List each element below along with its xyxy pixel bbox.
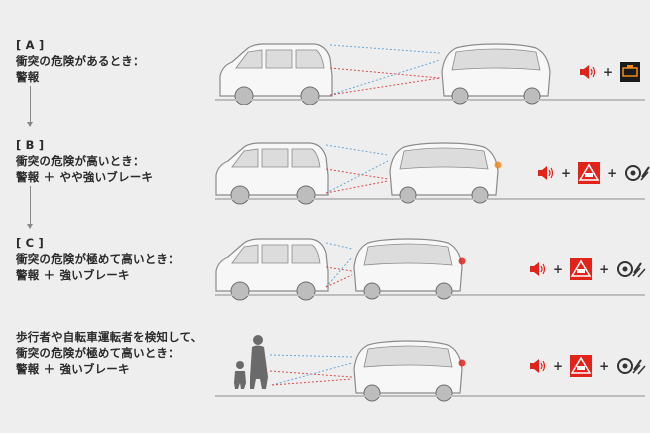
step-pedestrian-line-2: 衝突の危険が極めて高いとき： — [16, 346, 180, 360]
step-a-line-2: 警報 — [16, 70, 40, 84]
ground-line-c — [215, 294, 645, 296]
step-a-scene — [219, 43, 551, 105]
ground-line-pedestrian — [215, 395, 645, 397]
step-a-text: [ A ] 衝突の危険があるとき： 警報 — [16, 37, 145, 85]
step-pedestrian-icons: + + — [528, 355, 646, 377]
front-car-c — [353, 238, 466, 300]
step-b-scene — [215, 142, 502, 205]
collision-warning-icon — [570, 258, 593, 280]
step-b-line-2: 警報 ＋ やや強いブレーキ — [16, 170, 154, 184]
step-c-line-2: 警報 ＋ 強いブレーキ — [16, 268, 130, 282]
ground-line-a — [215, 99, 645, 101]
plus-sign: + — [607, 166, 618, 180]
step-b-text: [ B ] 衝突の危険が高いとき： 警報 ＋ やや強いブレーキ — [16, 137, 153, 185]
brake-icon — [617, 261, 646, 278]
meter-warning-icon — [620, 62, 641, 82]
speaker-icon — [530, 359, 546, 373]
brake-icon — [617, 358, 646, 375]
step-pedestrian-line-1: 歩行者や自転車運転者を検知して、 — [16, 330, 203, 344]
front-car-a — [441, 43, 551, 105]
front-car-b — [389, 142, 502, 204]
pedestrian-child — [234, 361, 246, 389]
ground-line-b — [215, 198, 645, 200]
step-a: [ A ] 衝突の危険があるとき： 警報 — [0, 0, 650, 105]
plus-sign: + — [603, 65, 614, 79]
step-b-tag: [ B ] — [16, 138, 45, 152]
step-b-icons: + + — [536, 162, 650, 184]
flow-arrow-a-b — [27, 86, 33, 127]
plus-sign: + — [553, 262, 564, 276]
rear-car-a — [219, 43, 333, 105]
step-pedestrian-line-3: 警報 ＋ 強いブレーキ — [16, 362, 130, 376]
speaker-icon — [538, 166, 554, 180]
rear-car-b — [215, 142, 329, 205]
step-c-icons: + + — [528, 258, 646, 280]
plus-sign: + — [561, 166, 572, 180]
plus-sign: + — [553, 359, 564, 373]
front-car-pedestrian — [353, 340, 466, 402]
step-a-icons: + — [578, 62, 641, 82]
step-pedestrian-scene — [234, 335, 466, 402]
flow-arrow-b-c — [27, 186, 33, 229]
plus-sign: + — [599, 359, 610, 373]
speaker-icon — [530, 262, 546, 276]
plus-sign: + — [599, 262, 610, 276]
step-pedestrian-text: 歩行者や自転車運転者を検知して、 衝突の危険が極めて高いとき： 警報 ＋ 強いブ… — [16, 329, 202, 377]
step-c-line-1: 衝突の危険が極めて高いとき： — [16, 252, 180, 266]
step-a-tag: [ A ] — [16, 38, 45, 52]
brake-icon — [625, 165, 650, 181]
pedestrian-adult — [250, 335, 268, 389]
speaker-icon — [580, 65, 596, 79]
step-c-scene — [215, 238, 466, 301]
step-pedestrian: 歩行者や自転車運転者を検知して、 衝突の危険が極めて高いとき： 警報 ＋ 強いブ… — [0, 305, 650, 433]
step-b-line-1: 衝突の危険が高いとき： — [16, 154, 145, 168]
collision-warning-icon — [578, 162, 601, 184]
step-c-tag: [ C ] — [16, 236, 44, 250]
step-c-text: [ C ] 衝突の危険が極めて高いとき： 警報 ＋ 強いブレーキ — [16, 235, 180, 283]
step-a-line-1: 衝突の危険があるとき： — [16, 54, 145, 68]
step-c: [ C ] 衝突の危険が極めて高いとき： 警報 ＋ 強いブレーキ — [0, 205, 650, 305]
rear-car-c — [215, 238, 329, 301]
collision-warning-icon — [570, 355, 593, 377]
step-b: [ B ] 衝突の危険が高いとき： 警報 ＋ やや強いブレーキ — [0, 105, 650, 205]
